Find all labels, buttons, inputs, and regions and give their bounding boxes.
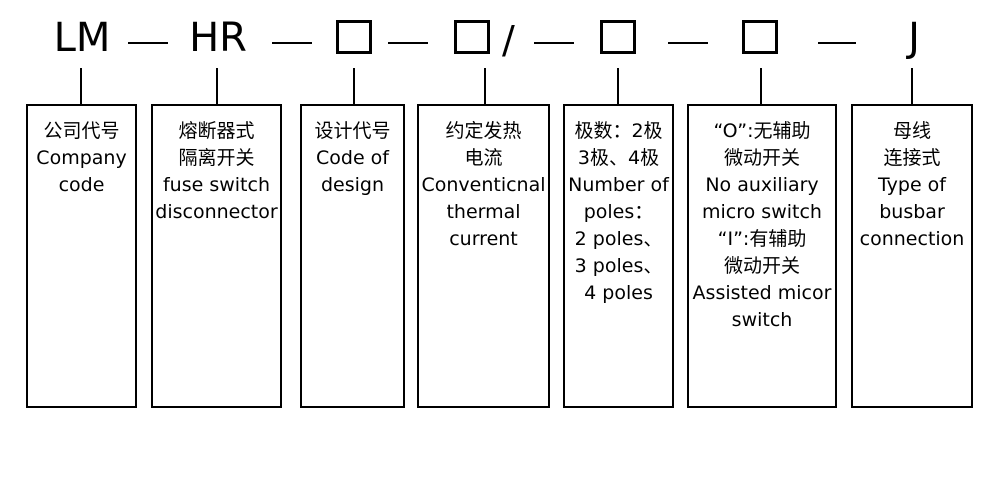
box-line: fuse switch [162, 174, 270, 196]
box-line: Company [36, 147, 127, 169]
placeholder-box-current [454, 20, 490, 54]
box-busbar-connection: 母线 连接式 Type of busbar connection [851, 104, 973, 408]
placeholder-box-poles [600, 20, 636, 54]
connector-poles [617, 68, 619, 104]
box-line: 3 poles、 [574, 255, 663, 277]
dash-6 [818, 42, 856, 44]
box-line: busbar [879, 201, 945, 223]
box-line: thermal [446, 201, 521, 223]
box-line: “I”:有辅助 [717, 228, 807, 250]
box-line: 2 poles、 [574, 228, 663, 250]
dash-4 [534, 42, 574, 44]
dash-5 [668, 42, 708, 44]
dash-1 [128, 42, 168, 44]
box-line: 电流 [464, 147, 503, 169]
box-line: 连接式 [883, 147, 941, 169]
box-line: 隔离开关 [178, 147, 255, 169]
box-line: disconnector [155, 201, 278, 223]
box-line: code [58, 174, 105, 196]
box-line: current [449, 228, 518, 250]
code-suffix: J [908, 15, 920, 61]
box-line: micro switch [702, 201, 822, 223]
box-company-code: 公司代号 Company code [26, 104, 137, 408]
box-line: 3极、4极 [577, 147, 660, 169]
box-line: 设计代号 [314, 120, 391, 142]
box-line: “O”:无辅助 [713, 120, 811, 142]
connector-design [353, 68, 355, 104]
box-line: Number of [568, 174, 669, 196]
box-line: Conventicnal [421, 174, 546, 196]
box-line: poles： [583, 201, 654, 223]
box-design-code: 设计代号 Code of design [300, 104, 405, 408]
box-line: No auxiliary [705, 174, 819, 196]
connector-company [80, 68, 82, 104]
box-line: 公司代号 [43, 120, 120, 142]
box-line: 微动开关 [723, 255, 800, 277]
connector-switch [760, 68, 762, 104]
connector-busbar [911, 68, 913, 104]
box-line: 极数：2极 [574, 120, 663, 142]
box-line: 熔断器式 [178, 120, 255, 142]
placeholder-box-switch [742, 20, 778, 54]
box-line: connection [859, 228, 965, 250]
placeholder-box-design [336, 20, 372, 54]
box-auxiliary-switch: “O”:无辅助 微动开关 No auxiliary micro switch “… [687, 104, 837, 408]
box-line: 微动开关 [723, 147, 800, 169]
connector-current [484, 68, 486, 104]
box-switch-type: 熔断器式 隔离开关 fuse switch disconnector [151, 104, 282, 408]
box-line: Type of [878, 174, 946, 196]
box-line: Assisted micor [692, 282, 832, 304]
connector-type [216, 68, 218, 104]
box-poles: 极数：2极 3极、4极 Number of poles： 2 poles、 3 … [563, 104, 674, 408]
box-line: 约定发热 [445, 120, 522, 142]
box-line: design [320, 174, 385, 196]
code-slash: / [502, 18, 515, 62]
code-type: HR [189, 15, 247, 61]
box-line: 母线 [892, 120, 931, 142]
box-line: switch [731, 309, 793, 331]
dash-2 [272, 42, 312, 44]
dash-3 [388, 42, 428, 44]
code-prefix: LM [53, 15, 111, 61]
box-line: 4 poles [584, 282, 653, 304]
box-thermal-current: 约定发热 电流 Conventicnal thermal current [417, 104, 550, 408]
box-line: Code of [316, 147, 389, 169]
